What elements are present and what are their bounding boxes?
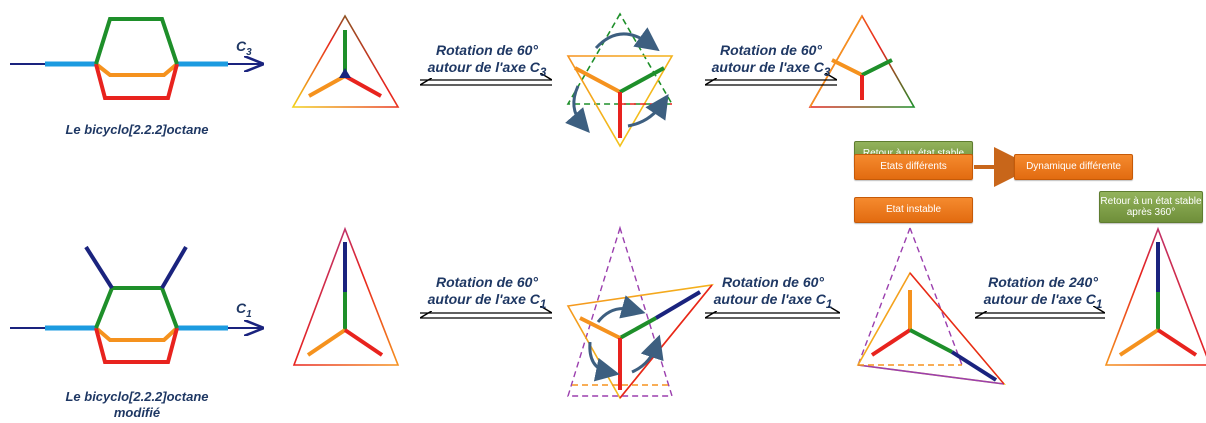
unstable-state-box: Etat instable [854, 197, 973, 223]
harpoon-bottom-1 [420, 313, 552, 319]
harpoon-bottom-3 [975, 313, 1105, 319]
top-triangle-1 [291, 14, 400, 108]
top-rotation-label-1: Rotation de 60° autour de l'axe C3 [427, 42, 547, 79]
bottom-triangle-4 [1104, 226, 1206, 366]
different-dynamics-box: Dynamique différente [1014, 154, 1133, 180]
stable-after-360-box: Retour à un état stable après 360° [1099, 191, 1203, 223]
bottom-molecule-caption: Le bicyclo[2.2.2]octane modifié [65, 389, 209, 420]
top-rotation-label-2: Rotation de 60° autour de l'axe C3 [711, 42, 831, 79]
bottom-triangle-2-rotating [566, 225, 714, 400]
bottom-rotation-label-1: Rotation de 60° autour de l'axe C1 [427, 274, 547, 311]
top-triangle-2-rotating [565, 12, 674, 148]
bottom-triangle-3 [856, 227, 1006, 386]
harpoon-top-2 [705, 80, 837, 86]
molecule-top [10, 17, 262, 100]
bottom-rotation-label-3: Rotation de 240° autour de l'axe C1 [983, 274, 1103, 311]
top-molecule-caption: Le bicyclo[2.2.2]octane [65, 122, 209, 137]
bottom-rotation-label-2: Rotation de 60° autour de l'axe C1 [713, 274, 833, 311]
molecule-bottom [10, 245, 262, 364]
top-triangle-3 [808, 14, 916, 108]
bottom-triangle-1 [292, 226, 400, 366]
harpoon-top-1 [420, 80, 552, 86]
harpoon-bottom-2 [705, 313, 840, 319]
bottom-axis-label: C1 [236, 300, 252, 320]
top-axis-label: C3 [236, 38, 252, 58]
different-states-box: Etats différents [854, 154, 973, 180]
